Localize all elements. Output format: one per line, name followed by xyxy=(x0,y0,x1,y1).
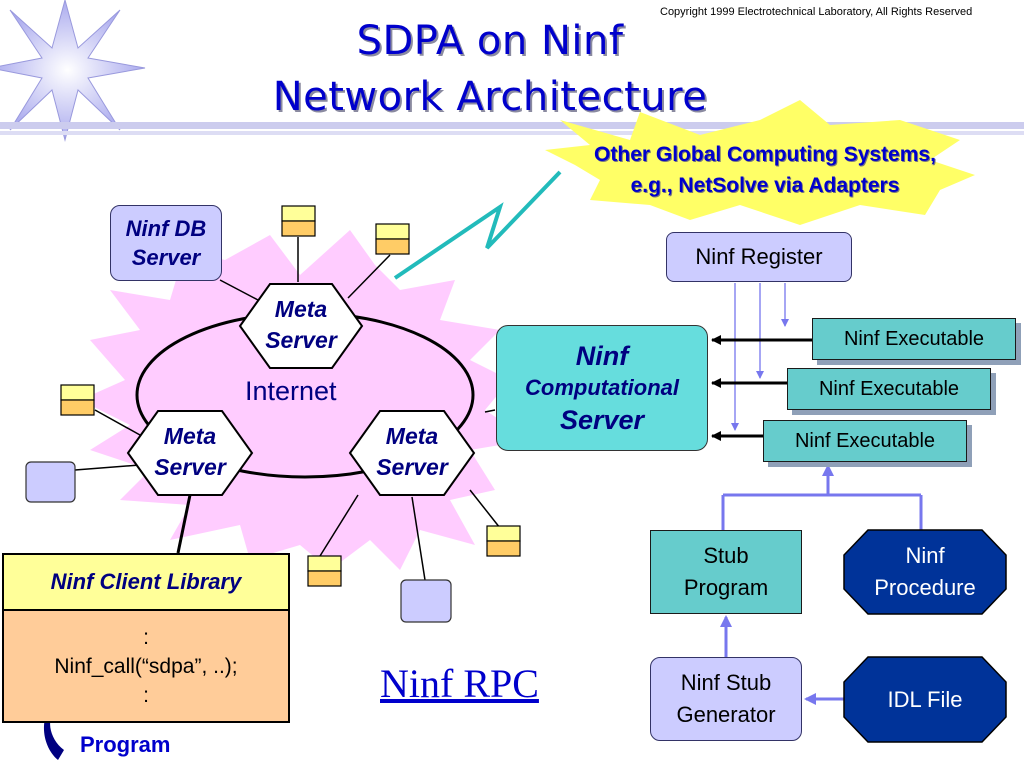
node-connectors xyxy=(74,237,501,581)
meta-server-left: Meta Server xyxy=(131,421,249,483)
program-label: Program xyxy=(80,732,171,757)
server-line3: Server xyxy=(559,405,645,435)
db-server-line2: Server xyxy=(131,245,201,270)
code-line: : xyxy=(143,626,149,649)
register-lines xyxy=(731,283,789,431)
ninf-procedure: Ninf Procedure xyxy=(844,530,1006,614)
lightning-link xyxy=(393,170,562,280)
meta-server-label: Server xyxy=(265,327,337,353)
meta-server-hexagons xyxy=(126,283,476,496)
client-connector xyxy=(176,494,192,554)
meta-server-label: Server xyxy=(376,454,448,480)
idl-file: IDL File xyxy=(887,686,963,712)
host-node-icons xyxy=(60,205,521,587)
adapters-text-line1: Other Global Computing Systems, xyxy=(594,143,936,166)
procedure-line1: Ninf xyxy=(905,543,945,568)
ninf-client-library-code: : Ninf_call(“sdpa”, ..); : xyxy=(2,611,290,723)
slide-title-line2: Network Architecture xyxy=(272,74,708,120)
stub-program-line2: Program xyxy=(683,575,769,600)
meta-server-label: Server xyxy=(154,454,226,480)
meta-server-right: Meta Server xyxy=(353,421,471,483)
ninf-stub-generator: Ninf Stub Generator xyxy=(650,657,802,741)
meta-server-top: Meta Server xyxy=(242,294,360,356)
stub-program-line1: Stub xyxy=(703,543,749,568)
slide-title-line1: SDPA on Ninf xyxy=(356,18,624,64)
meta-server-label: Meta xyxy=(163,423,217,449)
meta-server-label: Meta xyxy=(385,423,439,449)
workstation-icons xyxy=(25,461,452,623)
db-server-line1: Ninf DB xyxy=(125,216,207,241)
ninf-rpc-label: Ninf RPC xyxy=(380,661,539,706)
ninf-computational-server: Ninf Computational Server xyxy=(496,325,708,451)
title-underline-bands xyxy=(0,122,1024,135)
stub-program: Stub Program xyxy=(650,530,802,614)
ninf-executable-3: Ninf Executable xyxy=(763,420,967,462)
ninf-register: Ninf Register xyxy=(666,232,852,282)
ninf-executable-1: Ninf Executable xyxy=(812,318,1016,360)
procedure-line2: Procedure xyxy=(874,575,976,600)
executable-arrows xyxy=(711,335,812,441)
ninf-db-server: Ninf DB Server xyxy=(110,205,222,281)
adapters-burst xyxy=(545,100,975,225)
server-line1: Ninf xyxy=(575,341,629,371)
decorative-star-icon xyxy=(0,0,146,142)
octagon-shapes xyxy=(843,529,1007,743)
copyright-notice: Copyright 1999 Electrotechnical Laborato… xyxy=(660,6,973,18)
ninf-client-library-header: Ninf Client Library xyxy=(2,553,290,611)
stub-generator-line1: Ninf Stub xyxy=(680,670,772,695)
adapters-text-line2: e.g., NetSolve via Adapters xyxy=(630,174,900,197)
ninf-executable-2: Ninf Executable xyxy=(787,368,991,410)
code-line: : xyxy=(143,684,149,707)
build-flow-arrows xyxy=(720,464,923,705)
meta-server-label: Meta xyxy=(274,296,328,322)
internet-label: Internet xyxy=(245,376,337,406)
stub-generator-line2: Generator xyxy=(676,702,776,727)
server-line2: Computational xyxy=(525,375,679,400)
code-line: Ninf_call(“sdpa”, ..); xyxy=(54,655,238,678)
